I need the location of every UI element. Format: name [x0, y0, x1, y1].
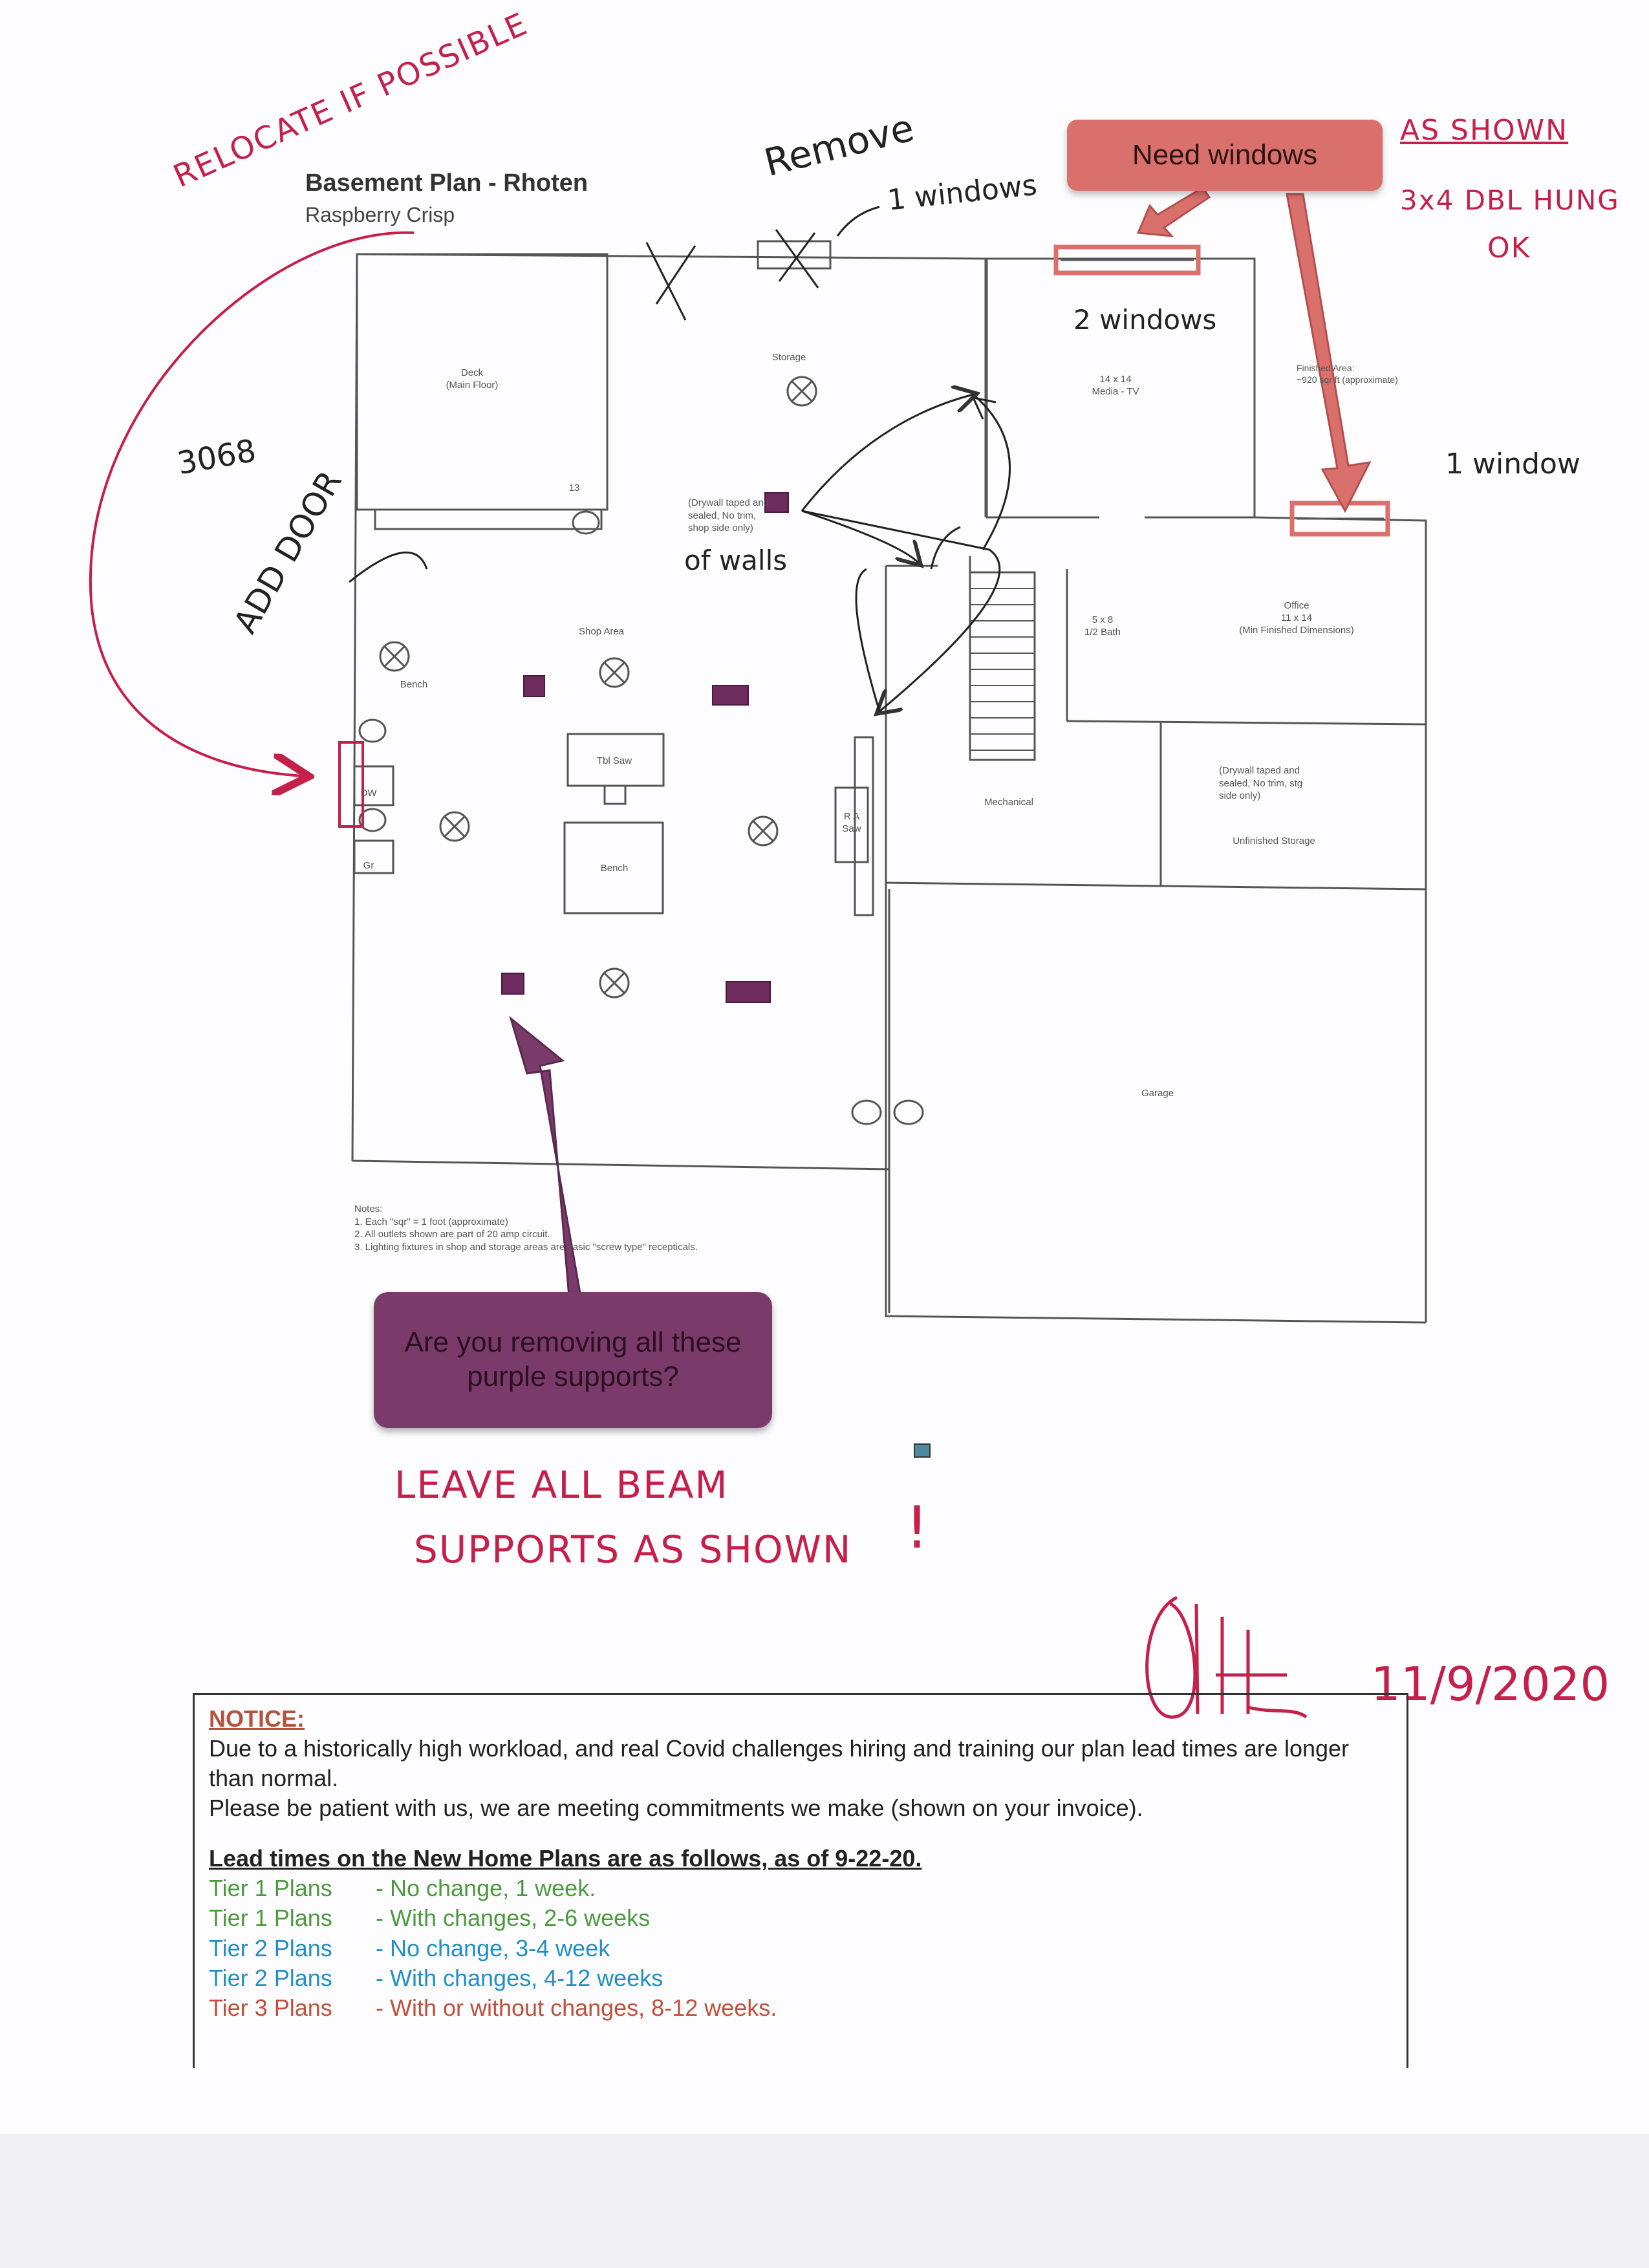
- room-storage: Storage: [771, 352, 806, 363]
- tier-row: Tier 1 Plans - With changes, 2-6 weeks: [209, 1903, 1392, 1933]
- finished-area: Finished Area: ~920 sqr ft (approximate): [1297, 363, 1398, 385]
- dbl-hung-annotation: 3x4 DBL HUNG: [1400, 184, 1620, 216]
- notice-heading: NOTICE:: [209, 1705, 305, 1732]
- ok-annotation: OK: [1487, 232, 1531, 265]
- note-item: 2. All outlets shown are part of 20 amp …: [354, 1229, 550, 1240]
- room-mechanical: Mechanical: [984, 797, 1033, 808]
- tier-row: Tier 3 Plans - With or without changes, 8…: [209, 1993, 1392, 2023]
- note-item: 1. Each "sqr" = 1 foot (approximate): [354, 1216, 508, 1227]
- label-bench-left: Bench: [400, 679, 428, 690]
- leave-beam-line1: LEAVE ALL BEAM: [394, 1463, 729, 1507]
- purple-supports-callout: Are you removing all these purple suppor…: [374, 1292, 772, 1428]
- signature: [1145, 1595, 1308, 1719]
- tier-name: Tier 3 Plans: [209, 1994, 332, 2021]
- notice-line-1: Due to a historically high workload, and…: [209, 1735, 1350, 1792]
- two-windows-annotation: 2 windows: [1073, 304, 1217, 336]
- room-deck: Deck (Main Floor): [446, 367, 499, 391]
- plan-subtitle: Raspberry Crisp: [305, 203, 455, 226]
- lead-times-heading: Lead times on the New Home Plans are as …: [209, 1845, 922, 1872]
- signature-date: 11/9/2020: [1371, 1657, 1610, 1711]
- drywall-note-right: (Drywall taped and sealed, No trim, stg …: [1219, 765, 1303, 801]
- scanned-page: [0, 0, 1649, 2134]
- room-office: Office 11 x 14 (Min Finished Dimensions): [1239, 600, 1354, 636]
- exclaim-annotation: !: [905, 1494, 931, 1562]
- tier-desc: - With changes, 4-12 weeks: [376, 1964, 663, 1991]
- tier-name: Tier 1 Plans: [209, 1875, 332, 1902]
- tier-name: Tier 2 Plans: [209, 1964, 332, 1991]
- tier-name: Tier 2 Plans: [209, 1934, 332, 1961]
- need-windows-callout: Need windows: [1067, 120, 1383, 191]
- notice-line-2: Please be patient with us, we are meetin…: [209, 1795, 1143, 1822]
- tier-name: Tier 1 Plans: [209, 1905, 332, 1932]
- label-ra-saw: R A Saw: [842, 811, 861, 834]
- room-garage: Garage: [1141, 1088, 1174, 1099]
- floor-plan-drawing: [89, 186, 1427, 1458]
- plan-notes: Notes: 1. Each "sqr" = 1 foot (approxima…: [354, 1203, 872, 1253]
- note-item: 3. Lighting fixtures in shop and storage…: [354, 1241, 698, 1253]
- of-walls-annotation: of walls: [684, 545, 788, 576]
- tier-row: Tier 2 Plans - With changes, 4-12 weeks: [209, 1963, 1392, 1993]
- tier-desc: - With changes, 2-6 weeks: [376, 1905, 651, 1932]
- label-tbl-saw: Tbl Saw: [596, 755, 632, 766]
- as-shown-annotation: AS SHOWN: [1400, 114, 1569, 147]
- notice-box: NOTICE: Due to a historically high workl…: [193, 1693, 1408, 2068]
- leave-beam-line2: SUPPORTS AS SHOWN: [414, 1528, 852, 1571]
- tier-desc: - No change, 3-4 week: [376, 1934, 610, 1961]
- room-unfinished-storage: Unfinished Storage: [1233, 836, 1315, 847]
- tier-desc: - With or without changes, 8-12 weeks.: [376, 1994, 777, 2021]
- room-shop-area: Shop Area: [578, 626, 625, 637]
- room-media: 14 x 14 Media - TV: [1092, 374, 1139, 397]
- drywall-note-left: (Drywall taped and sealed, No trim, shop…: [688, 497, 770, 534]
- tier-row: Tier 2 Plans - No change, 3-4 week: [209, 1934, 1392, 1963]
- notes-heading: Notes:: [354, 1204, 383, 1215]
- plan-title: Basement Plan - Rhoten: [305, 169, 588, 197]
- scanner-margin: [0, 2134, 1649, 2268]
- label-dw: DW: [360, 788, 377, 799]
- label-bench-center: Bench: [600, 863, 629, 874]
- deck-count: 13: [568, 482, 580, 493]
- one-window-annotation: 1 window: [1445, 448, 1580, 481]
- label-gr: Gr: [363, 860, 374, 871]
- room-bath: 5 x 8 1/2 Bath: [1084, 614, 1121, 638]
- tier-row: Tier 1 Plans - No change, 1 week.: [209, 1874, 1392, 1903]
- tier-desc: - No change, 1 week.: [376, 1875, 596, 1902]
